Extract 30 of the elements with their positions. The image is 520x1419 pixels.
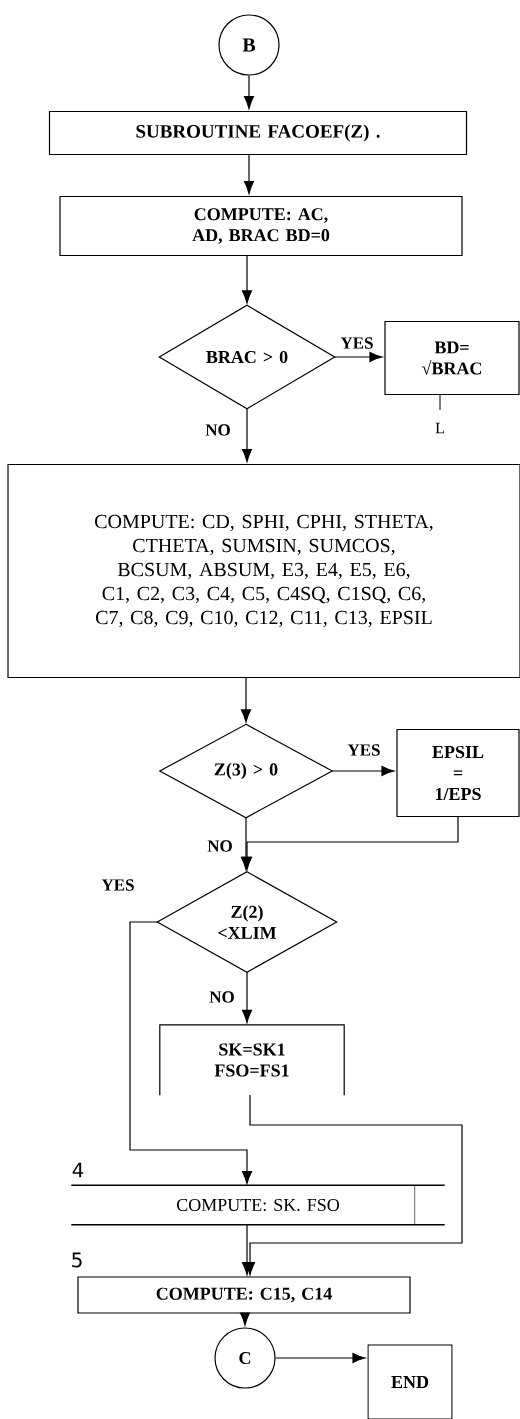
edge-label: NO [206, 839, 234, 853]
arrow [129, 921, 253, 1185]
process-band: COMPUTE: SK. FSO [70, 1184, 446, 1226]
step-number: 4 [72, 1162, 84, 1178]
process-box: COMPUTE: AC, AD, BRAC BD=0 [59, 195, 463, 257]
arrow [275, 1352, 366, 1364]
process-box: SK=SK1 FSO=FS1 [159, 1024, 345, 1096]
arrow [243, 154, 255, 194]
arrow [241, 255, 253, 304]
edge-label: YES [339, 336, 375, 350]
process-box: BD= √BRAC [384, 320, 520, 396]
arrow [243, 75, 255, 109]
arrow [239, 1312, 251, 1326]
arrow [241, 971, 253, 1023]
arrow [240, 817, 252, 870]
arrow [240, 677, 252, 723]
process-box: EPSIL = 1/EPS [396, 728, 520, 818]
arrow [331, 765, 395, 777]
edge-label: YES [346, 743, 382, 757]
process-box: COMPUTE: C15, C14 [77, 1276, 411, 1314]
edge-label: NO [208, 990, 236, 1004]
process-box: END [367, 1344, 453, 1419]
process-box: SUBROUTINE FACOEF(Z) . [48, 110, 468, 156]
edge-label: YES [100, 878, 136, 892]
step-number: 5 [72, 1252, 82, 1268]
arrow [241, 408, 253, 462]
arrow [334, 351, 383, 363]
process-box: COMPUTE: CD, SPHI, CPHI, STHETA, CTHETA, SUMSIN, SUMCOS, BCSUM, ABSUM, E3, E4, E5, E6, C1, C2, C3, C4, C5, C4SQ, C1SQ, C6, C7, C8, C9, C10, C12, C11, C13, EPSIL [7, 463, 520, 679]
connector-label: L [435, 422, 444, 434]
edge-label: NO [204, 423, 232, 437]
